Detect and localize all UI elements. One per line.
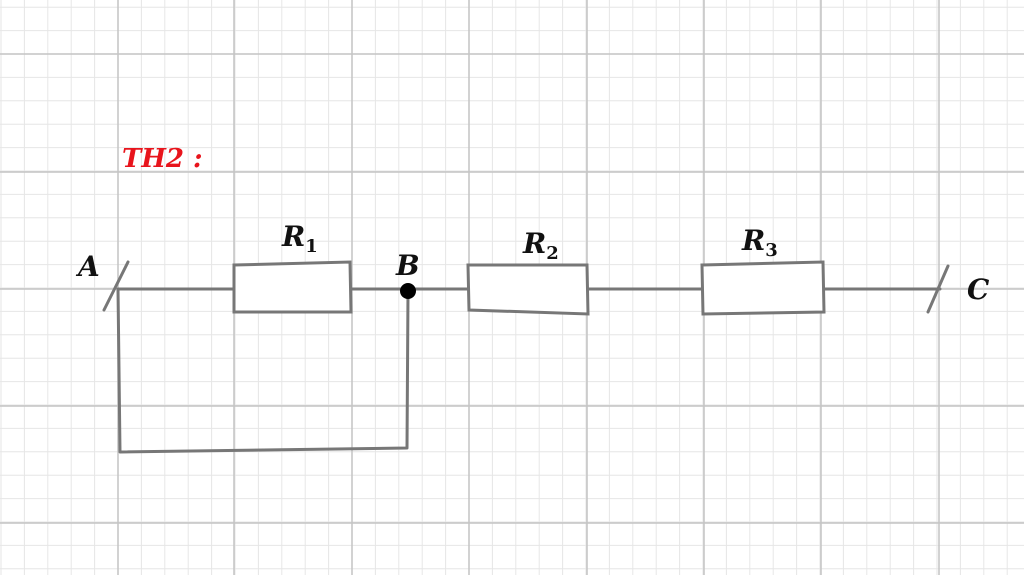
node-b-label: B	[395, 249, 420, 282]
resistor-r2	[466, 263, 590, 316]
node-a-label: A	[75, 250, 100, 283]
diagram-title: TH2 :	[122, 144, 203, 174]
short-circuit-wire	[116, 287, 410, 454]
node-b-dot	[400, 283, 416, 299]
resistor-r1	[232, 260, 353, 314]
terminal-c-mark	[926, 264, 950, 314]
terminal-a-mark	[102, 260, 130, 312]
resistor-r3-label: R3	[741, 224, 778, 261]
node-c-label: C	[967, 273, 990, 306]
resistor-r3	[700, 260, 826, 316]
resistor-r1-label: R1	[281, 220, 318, 257]
resistor-r2-label: R2	[522, 227, 559, 264]
